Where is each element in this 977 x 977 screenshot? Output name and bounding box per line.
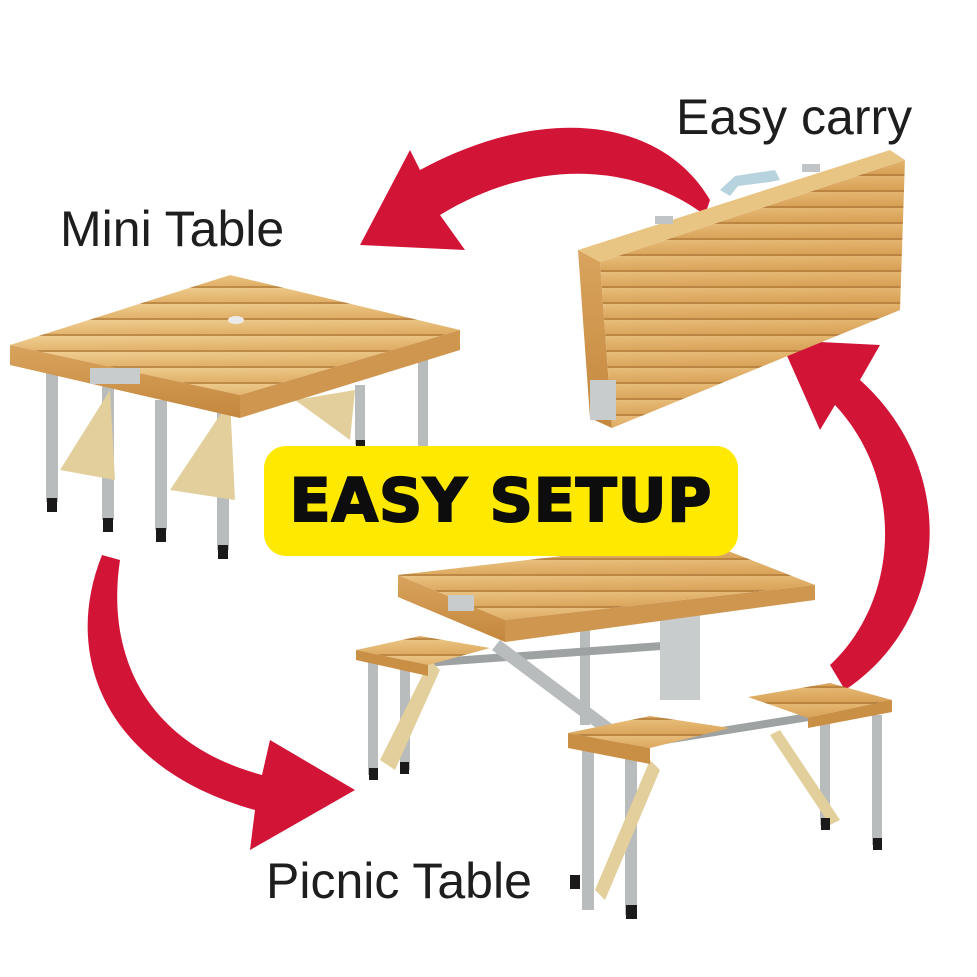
label-picnic-table: Picnic Table [266, 853, 532, 909]
arrow-mini-to-picnic-icon [87, 555, 356, 850]
folded-case-image [578, 150, 905, 428]
picnic-table-image [356, 540, 892, 919]
easy-setup-text: EASY SETUP [289, 465, 713, 537]
arrow-carry-to-mini-icon [360, 127, 710, 250]
easy-setup-badge: EASY SETUP [264, 446, 738, 556]
arrow-picnic-to-carry-icon [780, 340, 930, 690]
label-mini-table: Mini Table [60, 201, 285, 257]
label-easy-carry: Easy carry [676, 89, 913, 145]
